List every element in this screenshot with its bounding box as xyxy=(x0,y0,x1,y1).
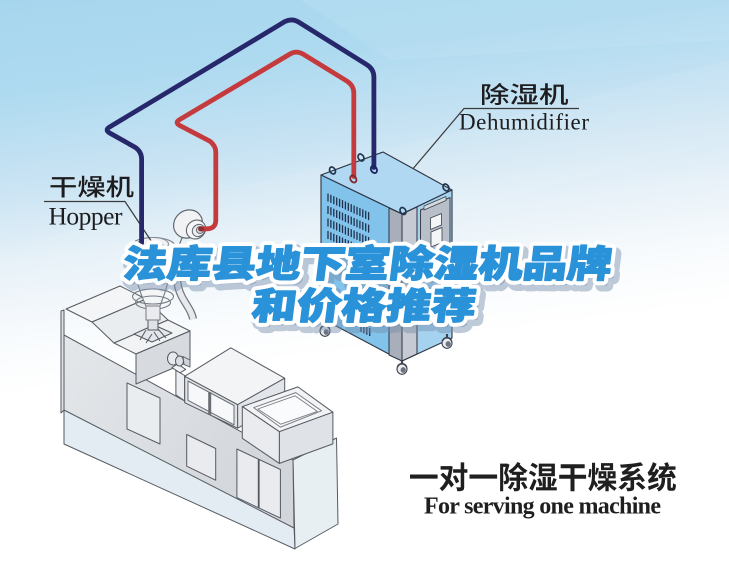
svg-text:For serving one machine: For serving one machine xyxy=(424,494,661,520)
svg-text:Dehumidifier: Dehumidifier xyxy=(459,110,589,135)
svg-text:Hopper: Hopper xyxy=(49,202,124,231)
